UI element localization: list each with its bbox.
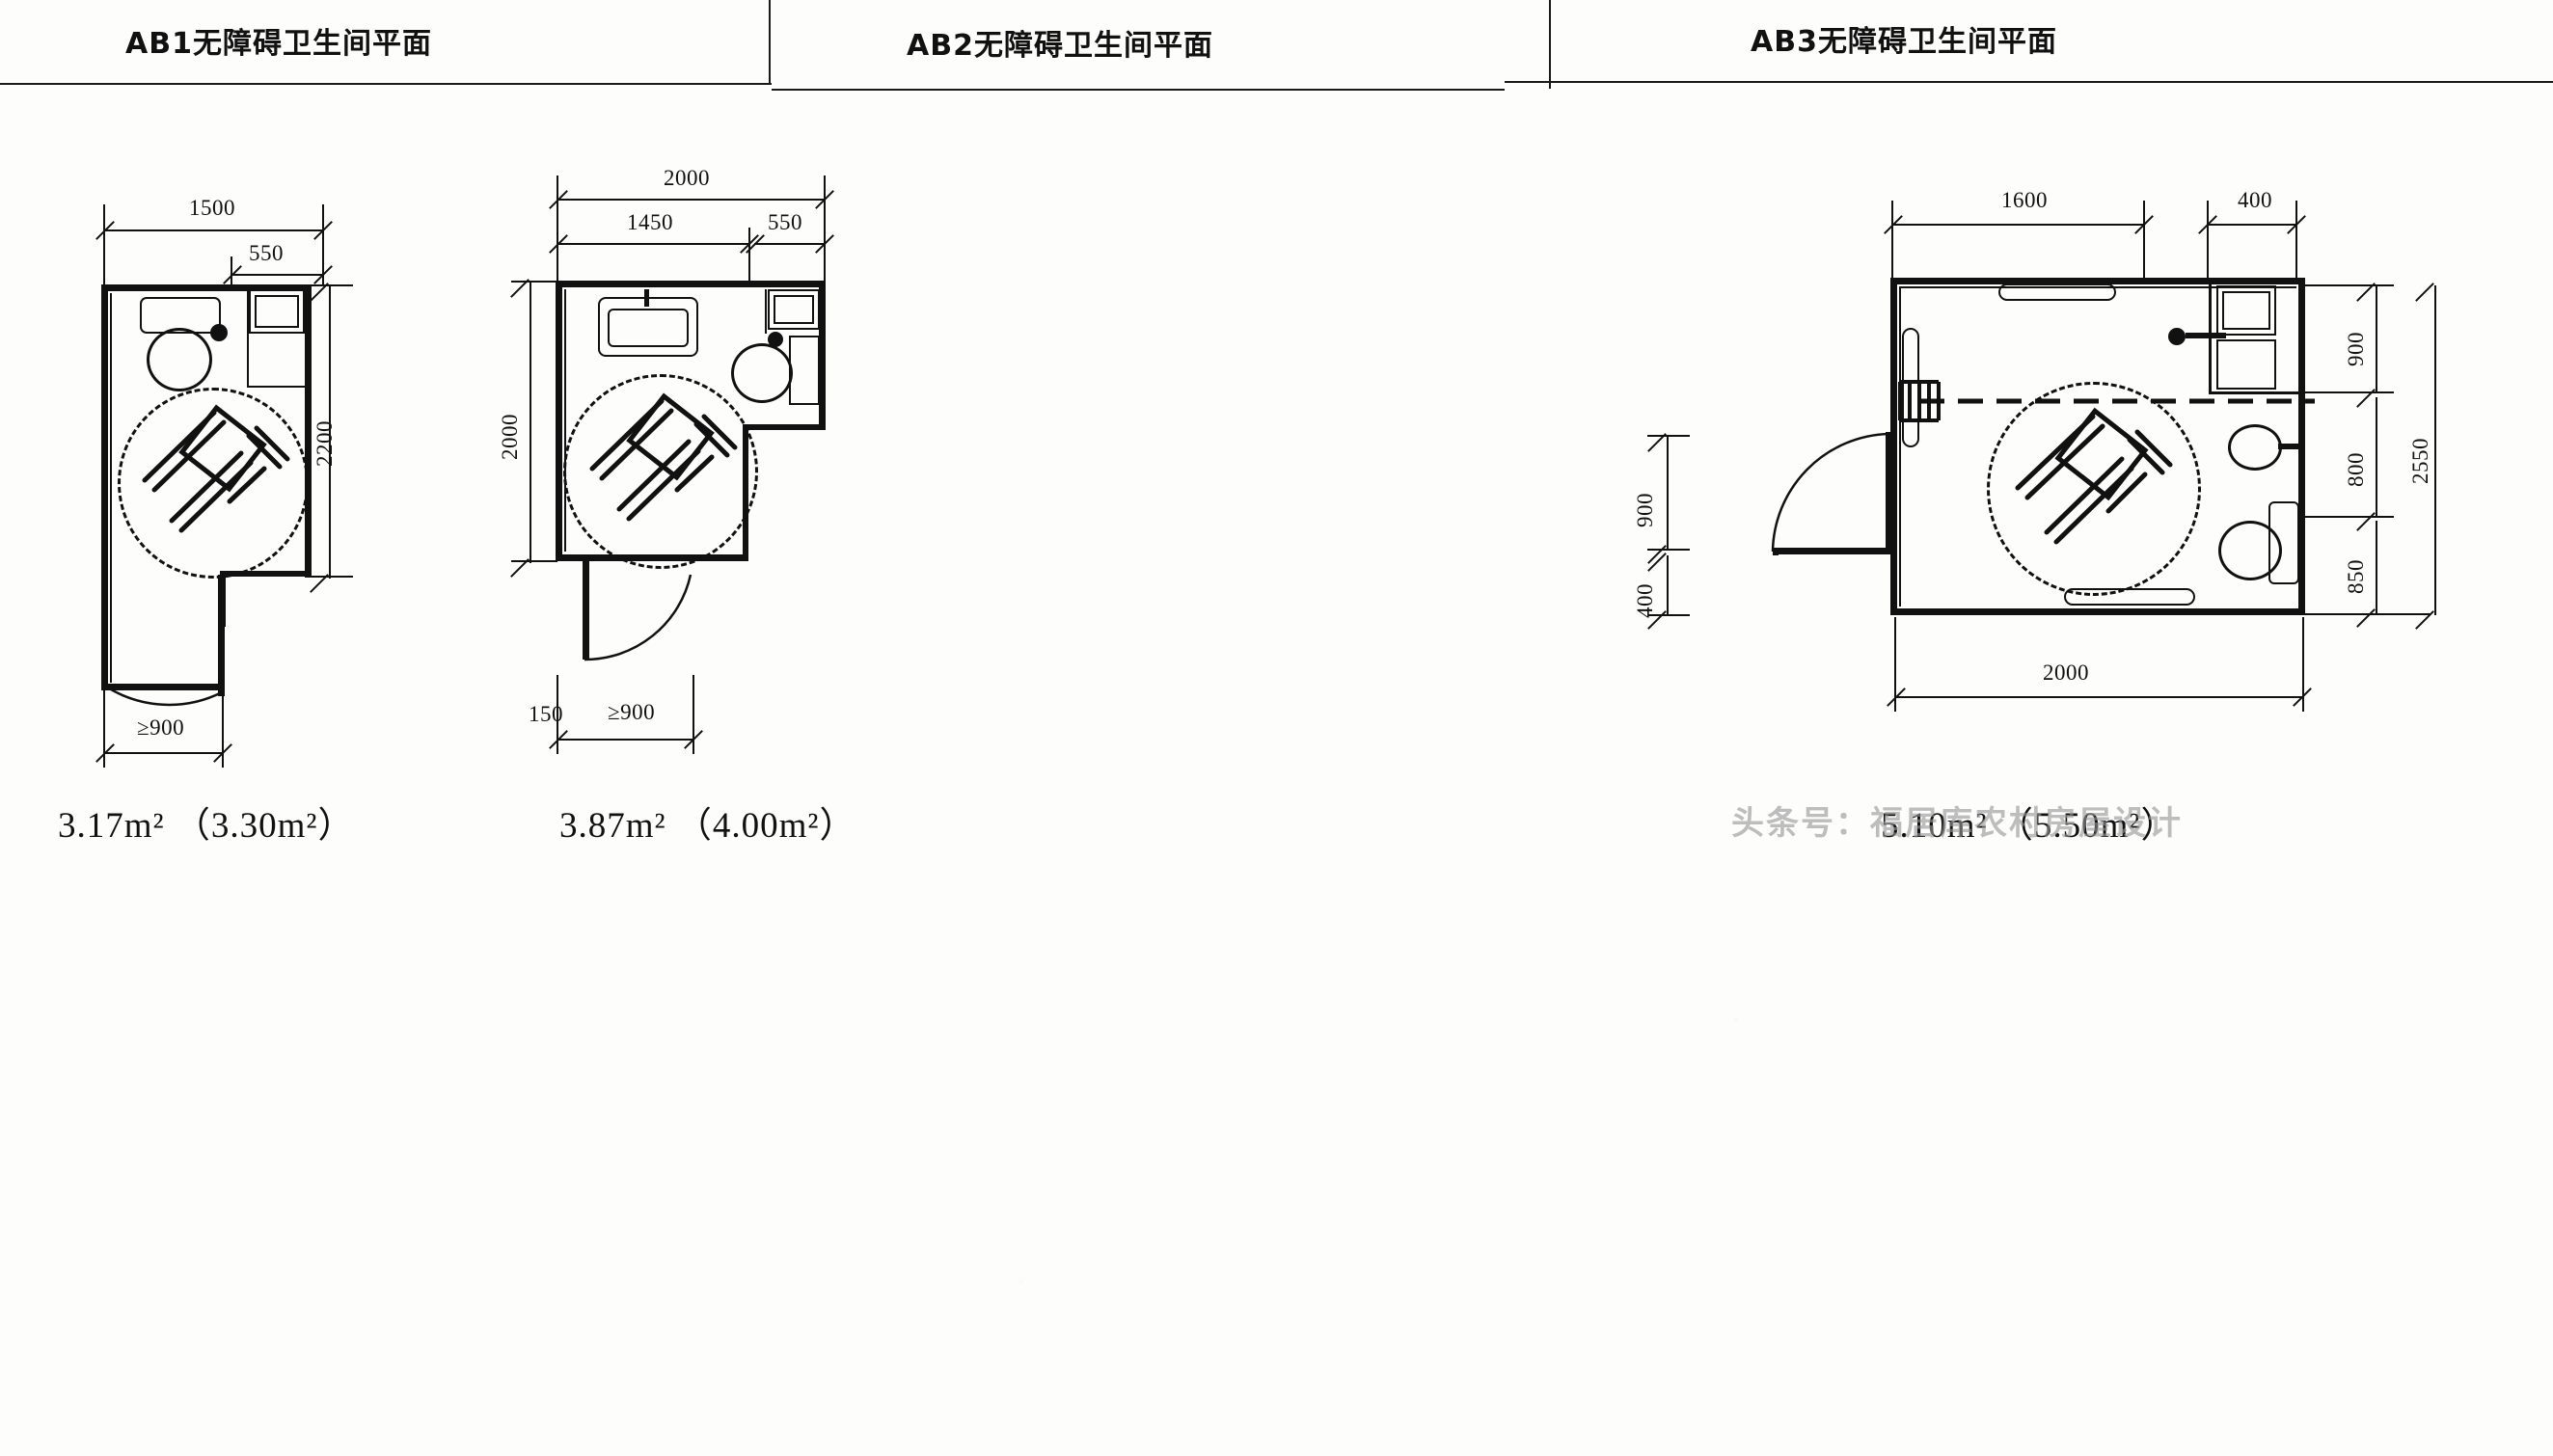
ab3-toilet-bowl	[2218, 521, 2282, 580]
ab1-wall-bottom	[101, 684, 221, 690]
ab3-grab-bar-top	[1998, 283, 2116, 301]
ab1-wall-top	[101, 284, 312, 291]
ab3-alcove-shelf-line	[2209, 391, 2303, 394]
ab2-basin-tap	[644, 289, 649, 307]
panel-title-ab1: AB1无障碍卫生间平面	[125, 27, 432, 61]
header-rule-mid	[772, 89, 1505, 91]
ab3-wheelchair-symbol	[2015, 407, 2173, 545]
ab2-wheelchair-symbol	[589, 392, 738, 522]
ab1-wall-fitting	[210, 324, 228, 341]
ab2-wall-top	[556, 281, 826, 287]
dim-ab3-400-door: 400	[1633, 583, 1657, 618]
column-divider-1	[769, 0, 771, 85]
column-divider-2	[1549, 0, 1551, 89]
dim-ab3-900-door: 900	[1633, 493, 1657, 527]
ab3-corner-basin-inner	[2222, 291, 2270, 330]
ab3-fitting-arm	[2186, 333, 2226, 338]
area-label-ab2: 3.87m² （4.00m²）	[559, 806, 856, 846]
ab1-door-arc	[105, 685, 223, 707]
ab2-wall-fitting	[768, 332, 783, 347]
ab1-door-leaf	[218, 575, 225, 696]
panel-title-ab3: AB3无障碍卫生间平面	[1751, 25, 2057, 59]
dim-ab3-400: 400	[2238, 188, 2272, 212]
dim-ab2-550: 550	[768, 210, 802, 234]
ab1-toilet-bowl	[147, 328, 212, 391]
header-rule-left	[0, 83, 772, 85]
ab2-wall-inner-line	[564, 289, 566, 552]
ab1-basin-partition	[247, 289, 249, 388]
ab3-door-leaf	[1886, 432, 1892, 550]
ab1-basin-inner	[255, 295, 299, 328]
dim-ab2-1450: 1450	[627, 210, 673, 234]
ab3-door-threshold	[1773, 548, 1892, 553]
ab2-toilet-bowl	[731, 343, 793, 403]
ab3-door-arc	[1771, 432, 1889, 553]
ab3-wall-inner-line-top	[1899, 286, 2296, 288]
dim-ab3-850: 850	[2344, 559, 2368, 594]
dim-ab3-800: 800	[2344, 452, 2368, 487]
ab2-cistern	[789, 336, 820, 405]
area-label-ab3: 5.10m² （5.50m²）	[1881, 806, 2178, 846]
dim-ab1-550: 550	[249, 241, 284, 265]
ab3-counter	[2216, 339, 2276, 390]
watermark-text: 头条号：福居库农村房屋设计	[1731, 804, 2183, 843]
ab2-wall-right	[819, 281, 826, 429]
ab3-wall-bottom	[1890, 608, 2305, 615]
ab1-turning-circle	[118, 388, 309, 579]
ab1-basin-partition-foot	[247, 386, 307, 388]
ab2-basin-inner	[608, 309, 689, 347]
dim-ab3-900: 900	[2344, 332, 2368, 366]
dim-ab2-2000-w: 2000	[664, 166, 710, 190]
ab2-wall-alcove-bottom	[743, 424, 826, 430]
dim-ab3-2000: 2000	[2043, 661, 2089, 685]
header-rule-right	[1505, 81, 2553, 83]
area-label-ab1: 3.17m² （3.30m²）	[58, 806, 355, 846]
ab3-wall-top	[1890, 278, 2305, 284]
ab3-corner-basin-outer	[2216, 285, 2276, 336]
ab1-wall-left	[101, 284, 108, 689]
dim-ab2-door-clear: ≥900	[608, 700, 656, 724]
ab2-door-leaf	[583, 559, 589, 660]
ab2-corner-basin-outer	[768, 289, 820, 330]
ab1-wheelchair-symbol	[142, 404, 290, 533]
ab3-wall-left-upper	[1890, 278, 1897, 575]
dim-ab2-2000-d: 2000	[498, 414, 522, 460]
dim-ab1-door-clear: ≥900	[137, 715, 185, 740]
panel-title-ab2: AB2无障碍卫生间平面	[907, 29, 1213, 63]
ab2-door-arc	[584, 574, 693, 661]
ab3-lavatory-tap	[2278, 444, 2305, 449]
ab3-wall-left-lower	[1890, 548, 1897, 615]
ab1-wall-step	[220, 571, 312, 577]
ab3-cistern	[2268, 501, 2299, 584]
ab2-partition	[765, 289, 767, 334]
ab1-wall-inner-line	[110, 293, 112, 683]
ab1-basin-outer	[249, 289, 305, 334]
dim-ab3-2550: 2550	[2408, 438, 2432, 484]
dim-ab3-1600: 1600	[2001, 188, 2048, 212]
ab1-wall-right	[305, 284, 312, 576]
dim-ab1-1500: 1500	[189, 196, 235, 220]
ab2-wall-left	[556, 281, 562, 560]
ab2-corner-basin-inner	[774, 295, 814, 324]
ab3-lavatory	[2228, 424, 2282, 471]
ab3-wall-fitting	[2168, 328, 2186, 345]
ab3-wall-inner-line	[1899, 286, 1901, 607]
ab2-turning-circle	[563, 374, 758, 569]
ab3-turning-circle	[1987, 382, 2201, 596]
